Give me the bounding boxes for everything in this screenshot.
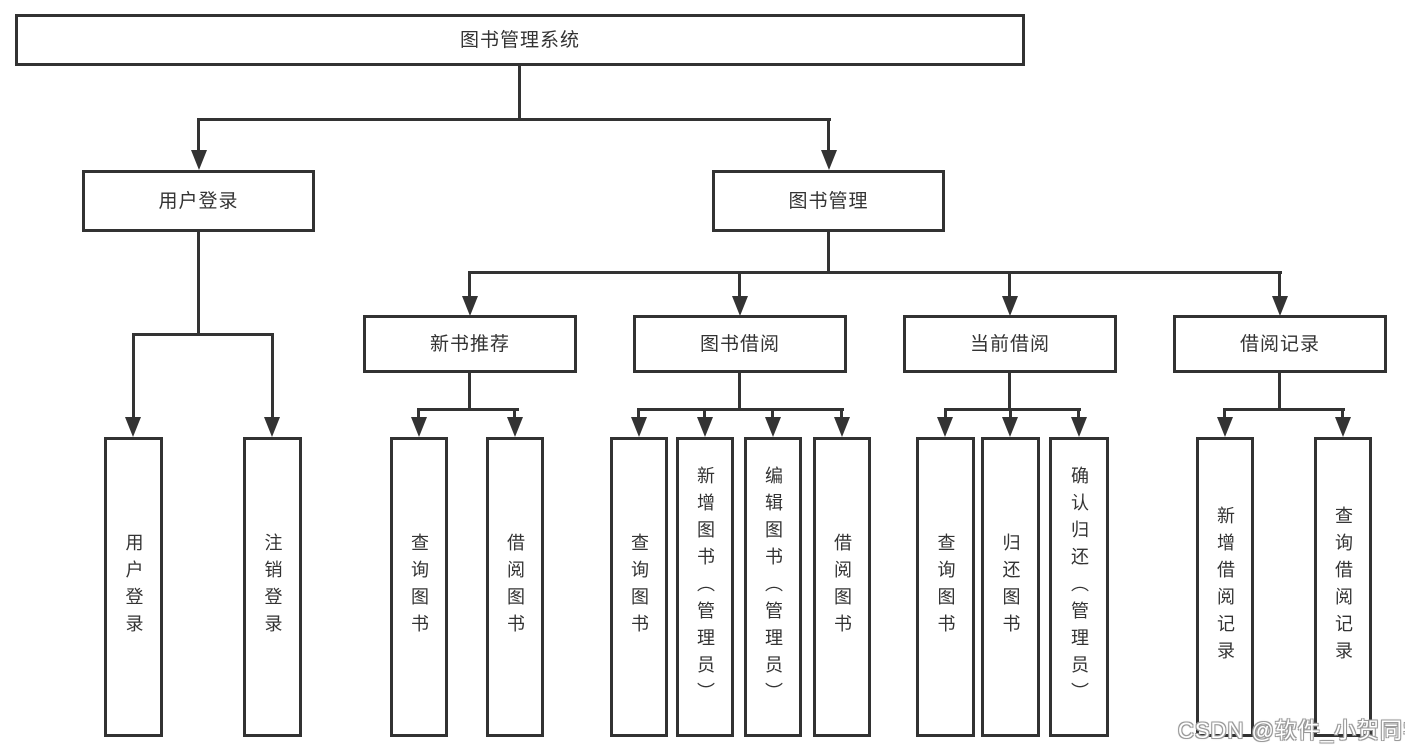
arrow-down-icon [937, 417, 953, 437]
leaf-borrowing-query-books-label: 查询图书 [629, 533, 649, 641]
connector-line [417, 408, 519, 411]
node-current-borrowing: 当前借阅 [903, 315, 1117, 373]
csdn-watermark: CSDN @软件_小贺同学 [1178, 718, 1405, 743]
leaf-edit-books-admin-label: 编辑图书（管理员） [763, 465, 783, 709]
node-root-label: 图书管理系统 [459, 29, 580, 51]
arrow-down-icon [411, 417, 427, 437]
leaf-add-borrow-record: 新增借阅记录 [1196, 437, 1254, 737]
arrow-down-icon [1217, 417, 1233, 437]
connector-line [1223, 408, 1226, 420]
arrow-down-icon [125, 417, 141, 437]
node-borrowing-records: 借阅记录 [1173, 315, 1387, 373]
connector-line [738, 271, 741, 298]
connector-line [1008, 373, 1011, 411]
connector-line [468, 373, 471, 411]
leaf-query-borrow-record-label: 查询借阅记录 [1333, 506, 1353, 668]
node-user-login: 用户登录 [82, 170, 315, 232]
connector-line [468, 271, 471, 298]
arrow-down-icon [1071, 417, 1087, 437]
arrow-down-icon [821, 150, 837, 170]
connector-line [1077, 408, 1080, 420]
connector-line [1341, 408, 1344, 420]
leaf-logout: 注销登录 [243, 437, 302, 737]
arrow-down-icon [191, 150, 207, 170]
node-borrowing-records-label: 借阅记录 [1239, 333, 1320, 355]
leaf-return-books-label: 归还图书 [1000, 533, 1021, 641]
node-book-management: 图书管理 [712, 170, 945, 232]
leaf-add-books-admin-label: 新增图书（管理员） [695, 465, 715, 709]
connector-line [944, 408, 947, 420]
leaf-recommend-query-books: 查询图书 [390, 437, 448, 737]
leaf-logout-label: 注销登录 [262, 533, 283, 641]
node-book-borrowing-label: 图书借阅 [699, 333, 780, 355]
connector-line [197, 232, 200, 336]
node-book-management-label: 图书管理 [788, 190, 869, 212]
node-user-login-label: 用户登录 [158, 190, 239, 212]
connector-line [637, 408, 640, 420]
arrow-down-icon [834, 417, 850, 437]
leaf-confirm-return-admin-label: 确认归还（管理员） [1069, 465, 1089, 709]
node-book-borrowing: 图书借阅 [633, 315, 847, 373]
connector-line [1278, 373, 1281, 411]
connector-line [417, 408, 420, 420]
connector-line [271, 333, 274, 419]
connector-line [132, 333, 135, 419]
connector-line [468, 271, 1282, 274]
leaf-recommend-borrow-books-label: 借阅图书 [505, 533, 525, 641]
arrow-down-icon [631, 417, 647, 437]
arrow-down-icon [1272, 296, 1288, 316]
connector-line [513, 408, 516, 420]
connector-line [840, 408, 843, 420]
leaf-add-books-admin: 新增图书（管理员） [676, 437, 734, 737]
leaf-current-query-books-label: 查询图书 [935, 533, 956, 641]
leaf-user-login: 用户登录 [104, 437, 163, 737]
node-root-system: 图书管理系统 [15, 14, 1025, 66]
arrow-down-icon [264, 417, 280, 437]
connector-line [518, 66, 521, 120]
leaf-recommend-query-books-label: 查询图书 [409, 533, 429, 641]
connector-line [827, 232, 830, 274]
leaf-borrowing-query-books: 查询图书 [610, 437, 668, 737]
connector-line [197, 118, 200, 152]
leaf-recommend-borrow-books: 借阅图书 [486, 437, 544, 737]
leaf-borrowing-borrow-books-label: 借阅图书 [832, 533, 852, 641]
leaf-borrowing-borrow-books: 借阅图书 [813, 437, 871, 737]
arrow-down-icon [507, 417, 523, 437]
leaf-add-borrow-record-label: 新增借阅记录 [1215, 506, 1235, 668]
arrow-down-icon [1002, 296, 1018, 316]
connector-line [1278, 271, 1281, 298]
arrow-down-icon [1335, 417, 1351, 437]
arrow-down-icon [697, 417, 713, 437]
connector-line [637, 408, 844, 411]
leaf-current-query-books: 查询图书 [916, 437, 975, 737]
node-current-borrowing-label: 当前借阅 [969, 333, 1050, 355]
arrow-down-icon [1002, 417, 1018, 437]
connector-line [738, 373, 741, 411]
connector-line [827, 118, 830, 152]
leaf-edit-books-admin: 编辑图书（管理员） [744, 437, 802, 737]
connector-line [703, 408, 706, 420]
node-new-book-recommend-label: 新书推荐 [429, 333, 510, 355]
connector-line [132, 333, 274, 336]
leaf-confirm-return-admin: 确认归还（管理员） [1049, 437, 1109, 737]
arrow-down-icon [765, 417, 781, 437]
node-new-book-recommend: 新书推荐 [363, 315, 577, 373]
connector-line [1008, 271, 1011, 298]
leaf-query-borrow-record: 查询借阅记录 [1314, 437, 1372, 737]
connector-line [944, 408, 1081, 411]
connector-line [1009, 408, 1012, 420]
connector-line [197, 118, 831, 121]
leaf-user-login-label: 用户登录 [123, 533, 144, 641]
connector-line [771, 408, 774, 420]
connector-line [1223, 408, 1345, 411]
leaf-return-books: 归还图书 [981, 437, 1040, 737]
arrow-down-icon [462, 296, 478, 316]
arrow-down-icon [732, 296, 748, 316]
